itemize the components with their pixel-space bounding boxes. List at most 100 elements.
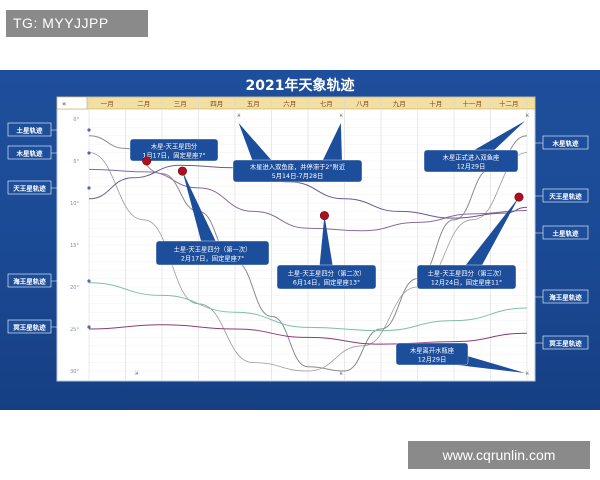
event-marker-1 <box>142 156 152 166</box>
y-tick-label: 30° <box>70 369 79 375</box>
left-symbol-5 <box>87 325 91 329</box>
right-legend-label-4: 海王星轨迹 <box>549 293 582 302</box>
collapse-cell <box>56 96 88 110</box>
left-symbol-1 <box>87 128 91 132</box>
month-label-5: 五月 <box>247 100 260 108</box>
month-label-11: 十一月 <box>463 99 483 108</box>
callout-line-2: 12月24日，固定星座11° <box>431 278 502 287</box>
month-label-3: 三月 <box>174 100 187 108</box>
right-legend-box <box>542 188 589 203</box>
month-label-2: 二月 <box>137 100 150 108</box>
sign-marker: ♓ <box>134 371 138 377</box>
left-legend-box <box>7 180 52 195</box>
left-legend-label-5: 冥王星轨迹 <box>13 323 46 332</box>
y-tick-label: 0° <box>73 117 79 123</box>
month-label-8: 八月 <box>356 100 369 108</box>
month-label-4: 四月 <box>210 100 223 108</box>
callout-line-1: 土星-天王星四分（第三次） <box>428 269 506 278</box>
callout-line-1: 木星离开水瓶座 <box>410 346 454 355</box>
sign-marker: ♓ <box>339 371 343 377</box>
header-tag: TG: MYYJJPP <box>6 10 148 37</box>
left-legend-box <box>7 122 52 137</box>
callout-line-1: 土星-天王星四分（第二次） <box>288 269 366 278</box>
left-legend-box <box>7 145 52 160</box>
callout-box <box>416 264 517 290</box>
y-tick-label: 10° <box>70 201 79 207</box>
event-callout-3: 土星-天王星四分（第二次）6月14日，固定星座13° <box>276 215 377 290</box>
left-legend-box <box>7 319 52 334</box>
right-legend-box <box>542 135 589 150</box>
y-tick-label: 5° <box>73 159 79 165</box>
sign-marker: ♓ <box>237 113 241 119</box>
sign-marker: ♓ <box>525 113 529 119</box>
right-legend-box <box>542 289 589 304</box>
callout-line-2: 6月14日，固定星座13° <box>293 278 360 287</box>
month-label-7: 七月 <box>320 99 333 108</box>
callout-pointer <box>318 215 335 278</box>
month-label-1: 一月 <box>101 100 114 108</box>
series-line-4 <box>88 282 528 332</box>
event-callout-2: 土星-天王星四分（第一次）2月17日，固定星座7° <box>155 171 270 266</box>
sign-marker: ♓ <box>339 113 343 119</box>
callout-line-1: 木星正式进入双鱼座 <box>443 153 500 162</box>
series-line-2 <box>88 135 528 372</box>
left-legend-label-3: 天王星轨迹 <box>13 184 46 193</box>
callout-box <box>276 264 377 290</box>
callout-box <box>423 149 519 173</box>
callout-pointer <box>459 197 519 282</box>
right-legend-label-1: 木星轨迹 <box>552 139 580 148</box>
month-label-12: 十二月 <box>499 99 519 108</box>
event-marker-4 <box>514 192 524 202</box>
callout-line-2: 5月14日-7月28日 <box>272 172 324 180</box>
callout-line-2: 12月29日 <box>457 163 486 171</box>
callout-line-1: 木星-天王星四分 <box>151 142 198 151</box>
callout-box <box>395 342 469 366</box>
series-line-1 <box>88 168 528 232</box>
callout-pointer <box>322 123 342 162</box>
left-legend-label-2: 木星轨迹 <box>16 149 44 158</box>
series-line-5 <box>88 324 528 345</box>
callout-pointer <box>182 171 221 256</box>
right-legend-label-2: 天王星轨迹 <box>549 192 582 201</box>
y-tick-label: 20° <box>70 285 79 291</box>
left-symbol-2 <box>87 151 91 155</box>
month-label-10: 十月 <box>429 99 442 108</box>
left-legend-label-1: 土星轨迹 <box>17 126 44 135</box>
plot-area <box>56 96 536 382</box>
y-tick-label: 15° <box>70 243 79 249</box>
right-legend-box <box>542 335 589 350</box>
callout-line-2: 2月17日，固定星座7° <box>181 254 244 263</box>
callout-box <box>155 240 270 266</box>
month-label-9: 九月 <box>393 99 406 108</box>
left-symbol-3 <box>87 186 91 190</box>
callout-line-1: 木星进入双鱼座，并停滞于2°附近 <box>250 162 346 171</box>
month-label-6: 六月 <box>283 99 296 108</box>
left-legend-box <box>7 273 52 288</box>
y-tick-label: 25° <box>70 327 79 333</box>
footer-url: www.cqrunlin.com <box>408 441 590 469</box>
callout-box <box>232 159 363 183</box>
callout-line-1: 土星-天王星四分（第一次） <box>174 245 252 254</box>
right-legend-label-3: 土星轨迹 <box>553 229 580 238</box>
event-callout-4: 土星-天王星四分（第三次）12月24日，固定星座11° <box>416 197 519 290</box>
right-legend-label-5: 冥王星轨迹 <box>549 339 582 348</box>
trajectory-curve <box>88 152 528 372</box>
sign-marker: ♓ <box>525 371 529 377</box>
callout-line-2: 12月29日 <box>418 356 447 364</box>
event-marker-3 <box>319 211 329 221</box>
chart-title: 2021年天象轨迹 <box>245 78 355 94</box>
left-symbol-4 <box>87 279 91 283</box>
callout-box <box>129 138 219 162</box>
callout-pointer <box>238 123 273 162</box>
left-legend-label-4: 海王星轨迹 <box>13 277 46 286</box>
right-legend-box <box>542 225 589 240</box>
series-line-3 <box>88 164 528 219</box>
collapse-button: « <box>62 100 66 108</box>
event-marker-2 <box>177 166 187 176</box>
callout-line-2: 1月17日，固定星座7° <box>142 151 205 160</box>
